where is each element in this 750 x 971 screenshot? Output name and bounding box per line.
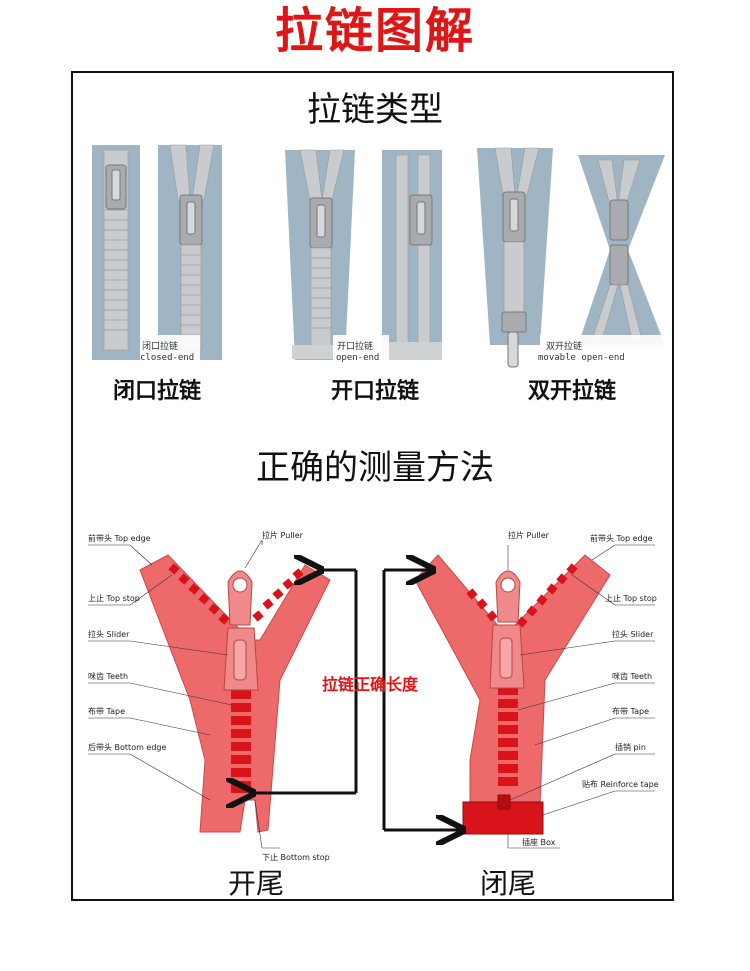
open-end-diagram: 前带头 Top edge 上止 Top stop 拉头 Slider 咪齿 Te… (88, 530, 358, 862)
right-label-slider: 拉头 Slider (612, 629, 654, 639)
right-label-puller: 拉片 Puller (508, 530, 550, 540)
left-label-tape: 布带 Tape (88, 706, 125, 716)
movable-label-cn: 双开拉链 (546, 340, 582, 352)
left-label-top-stop: 上止 Top stop (88, 593, 140, 603)
right-label-top-edge: 前带头 Top edge (590, 533, 653, 543)
type-caption-movable: 双开拉链 (527, 379, 616, 404)
open-end-label-cn: 开口拉链 (337, 340, 373, 352)
type-caption-open: 开口拉链 (330, 379, 419, 404)
left-label-top-edge: 前带头 Top edge (88, 533, 151, 543)
closed-end-diagram: 拉片 Puller 前带头 Top edge 上止 Top stop 拉头 Sl… (382, 530, 659, 849)
right-label-top-stop: 上止 Top stop (605, 593, 657, 603)
measure-heading: 正确的测量方法 (256, 448, 494, 488)
right-label-tape: 布带 Tape (612, 706, 649, 716)
caption-open-tail: 开尾 (227, 867, 284, 900)
left-label-bottom-edge: 后带头 Bottom edge (88, 742, 167, 752)
left-label-slider: 拉头 Slider (88, 629, 130, 639)
right-label-pin: 插销 pin (615, 742, 646, 752)
page-title: 拉链图解 (274, 3, 475, 59)
correct-length-label: 拉链正确长度 (322, 675, 419, 694)
types-heading: 拉链类型 (307, 90, 443, 130)
right-label-teeth: 咪齿 Teeth (612, 671, 652, 681)
right-label-reinforce-tape: 贴布 Reinforce tape (582, 779, 659, 789)
right-label-box: 插座 Box (522, 837, 556, 847)
closed-end-zipper-image: 闭口拉链 closed-end (92, 144, 222, 363)
movable-label-en: movable open-end (538, 353, 625, 363)
open-end-label-en: open-end (336, 353, 379, 363)
left-label-teeth: 咪齿 Teeth (88, 671, 128, 681)
type-caption-closed: 闭口拉链 (112, 379, 201, 404)
closed-end-label-cn: 闭口拉链 (142, 340, 178, 352)
caption-closed-tail: 闭尾 (479, 867, 536, 900)
left-label-puller: 拉片 Puller (262, 530, 304, 540)
left-label-bottom-stop: 下止 Bottom stop (262, 852, 330, 862)
open-end-zipper-image: 开口拉链 open-end (285, 149, 442, 363)
movable-open-end-zipper-image: 双开拉链 movable open-end (477, 147, 665, 368)
closed-end-label-en: closed-end (140, 353, 194, 363)
